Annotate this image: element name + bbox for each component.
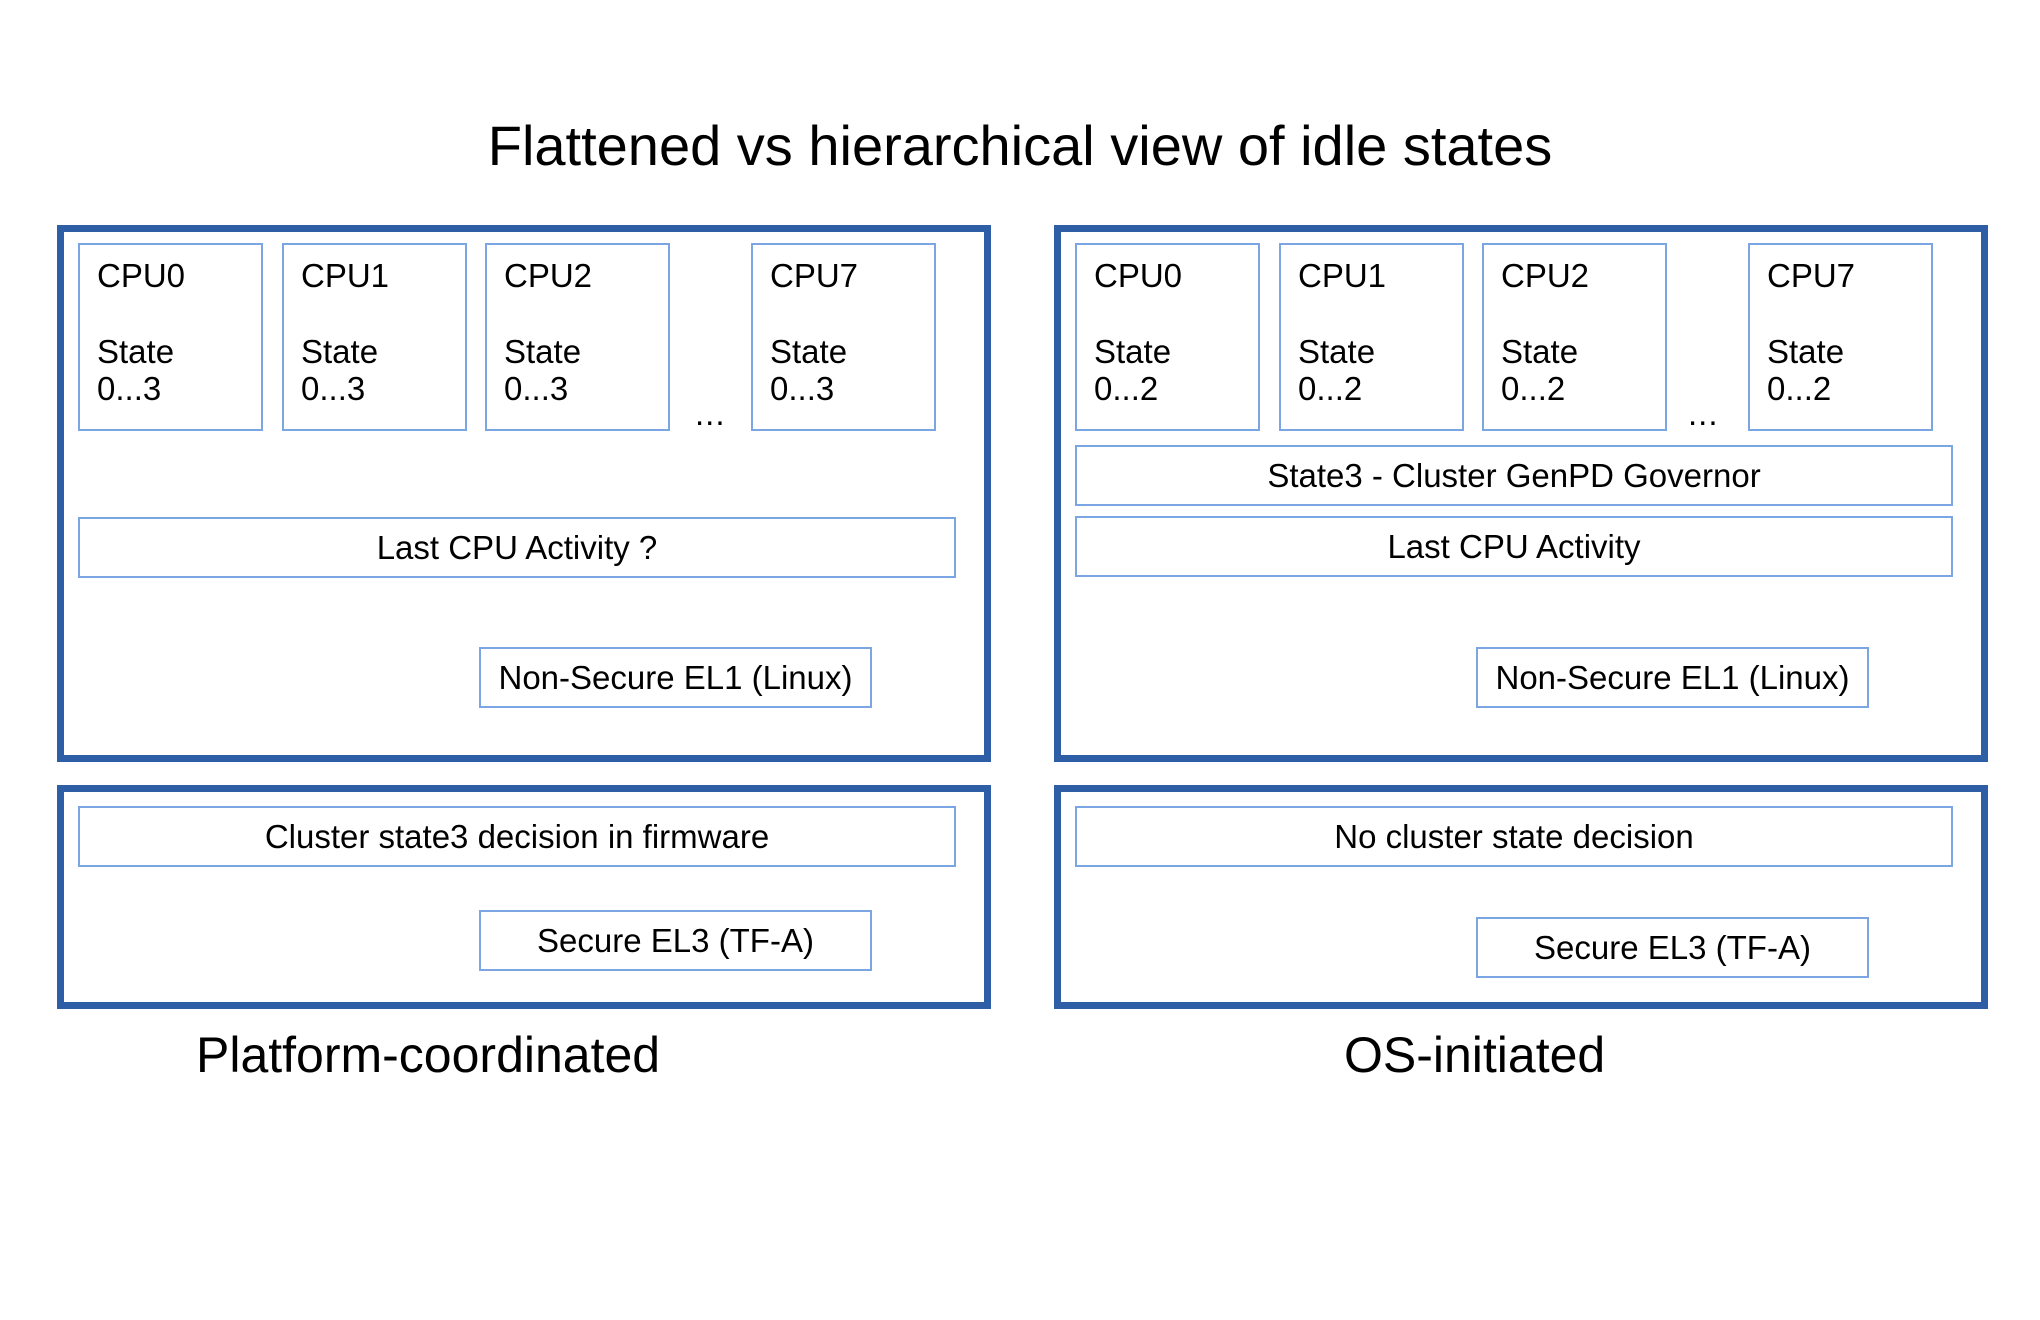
last-cpu-activity-box[interactable]: Last CPU Activity ? bbox=[78, 517, 956, 578]
cpu-state-range: 0...3 bbox=[504, 369, 569, 407]
cluster-genpd-governor-box[interactable]: State3 - Cluster GenPD Governor bbox=[1075, 445, 1953, 506]
el3-panel-platform-coordinated: Cluster state3 decision in firmware Secu… bbox=[57, 785, 991, 1009]
cluster-state-decision-box[interactable]: No cluster state decision bbox=[1075, 806, 1953, 867]
cpu-label: CPU7 bbox=[1767, 257, 1856, 294]
column-caption-os-initiated: OS-initiated bbox=[1344, 1027, 1606, 1083]
cpu-state-range: 0...3 bbox=[97, 369, 162, 407]
cpu-label: CPU7 bbox=[770, 257, 859, 294]
cpu-state-range: 0...3 bbox=[301, 369, 366, 407]
exception-level-label-el1: Non-Secure EL1 (Linux) bbox=[479, 647, 872, 708]
exception-level-label-el3: Secure EL3 (TF-A) bbox=[1476, 917, 1869, 978]
last-cpu-activity-box[interactable]: Last CPU Activity bbox=[1075, 516, 1953, 577]
page-title: Flattened vs hierarchical view of idle s… bbox=[487, 114, 1553, 177]
cpu-label: CPU2 bbox=[1501, 257, 1590, 294]
cpu-state-range: 0...2 bbox=[1767, 369, 1832, 407]
cluster-state-decision-box[interactable]: Cluster state3 decision in firmware bbox=[78, 806, 956, 867]
cpu-label: CPU0 bbox=[1094, 257, 1183, 294]
cpu-state-range: 0...2 bbox=[1298, 369, 1363, 407]
exception-level-label-el1: Non-Secure EL1 (Linux) bbox=[1476, 647, 1869, 708]
cpu-state-range: 0...3 bbox=[770, 369, 835, 407]
exception-level-label-el3: Secure EL3 (TF-A) bbox=[479, 910, 872, 971]
cpu-state-range: 0...2 bbox=[1501, 369, 1566, 407]
cpu-label: CPU1 bbox=[301, 257, 390, 294]
cpu-label: CPU0 bbox=[97, 257, 186, 294]
cpu-ellipsis: ... bbox=[1688, 395, 1719, 432]
cpu-ellipsis: ... bbox=[695, 395, 726, 432]
cpu-label: CPU2 bbox=[504, 257, 593, 294]
cpu-state-range: 0...2 bbox=[1094, 369, 1159, 407]
cpu-label: CPU1 bbox=[1298, 257, 1387, 294]
column-caption-platform-coordinated: Platform-coordinated bbox=[196, 1027, 661, 1083]
el3-panel-os-initiated: No cluster state decision Secure EL3 (TF… bbox=[1054, 785, 1988, 1009]
